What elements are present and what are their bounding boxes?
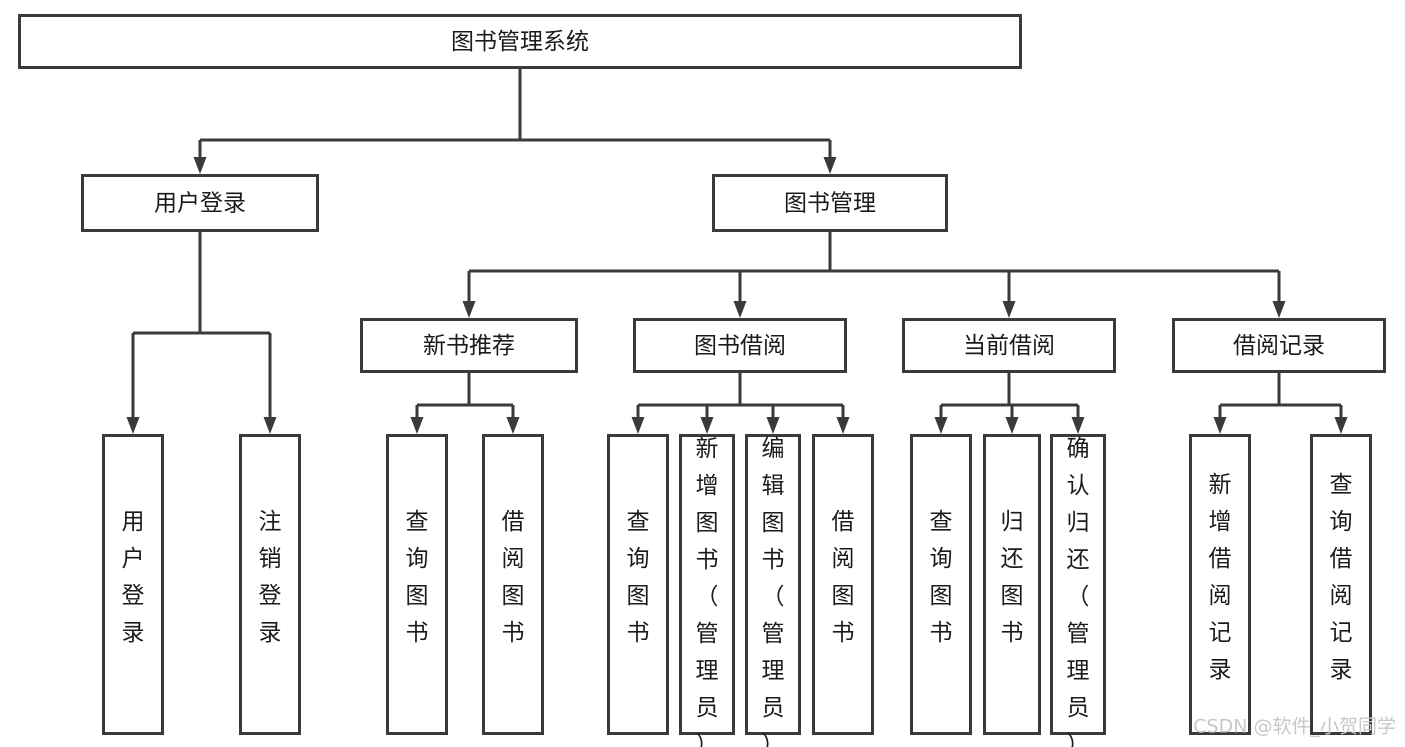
node-label-leaf_8: 查询图书	[930, 509, 953, 646]
node-label-leaf_4: 查询图书	[627, 509, 650, 646]
node-label-leaf_10: 确认归还（管理员）	[1067, 436, 1090, 747]
node-l2_1[interactable]: 图书管理	[712, 174, 948, 232]
node-l3_1[interactable]: 图书借阅	[633, 318, 847, 373]
arrow-head-l3_0	[462, 301, 476, 318]
arrow-head-leaf_6	[766, 417, 780, 434]
arrow-head-l2_1	[823, 157, 837, 174]
node-label-leaf_7: 借阅图书	[832, 509, 855, 646]
node-leaf_3[interactable]: 借阅图书	[482, 434, 544, 735]
node-box-leaf_8	[910, 434, 972, 735]
connector-layer	[126, 69, 1348, 434]
node-label-leaf_12: 查询借阅记录	[1330, 472, 1353, 683]
arrow-head-l3_2	[1002, 301, 1016, 318]
node-label-l2_0: 用户登录	[154, 191, 246, 217]
node-leaf_0[interactable]: 用户登录	[102, 434, 164, 735]
node-box-l2_0	[81, 174, 319, 232]
node-label-leaf_5: 新增图书（管理员）	[696, 436, 719, 747]
node-box-leaf_5	[679, 434, 735, 735]
arrow-head-leaf_2	[410, 417, 424, 434]
node-box-l3_1	[633, 318, 847, 373]
node-leaf_6[interactable]: 编辑图书（管理员）	[745, 434, 801, 747]
node-label-l3_3: 借阅记录	[1233, 333, 1325, 359]
node-label-l2_1: 图书管理	[784, 191, 876, 217]
node-l2_0[interactable]: 用户登录	[81, 174, 319, 232]
node-box-l2_1	[712, 174, 948, 232]
arrow-head-leaf_8	[934, 417, 948, 434]
node-label-leaf_11: 新增借阅记录	[1209, 472, 1232, 683]
node-l3_2[interactable]: 当前借阅	[902, 318, 1116, 373]
node-root[interactable]: 图书管理系统	[18, 14, 1022, 69]
arrow-head-leaf_9	[1005, 417, 1019, 434]
node-box-leaf_4	[607, 434, 669, 735]
node-box-l3_2	[902, 318, 1116, 373]
node-label-root: 图书管理系统	[451, 29, 589, 55]
node-box-leaf_1	[239, 434, 301, 735]
node-l3_3[interactable]: 借阅记录	[1172, 318, 1386, 373]
node-leaf_11[interactable]: 新增借阅记录	[1189, 434, 1251, 735]
node-box-leaf_3	[482, 434, 544, 735]
node-label-leaf_3: 借阅图书	[502, 509, 525, 646]
node-leaf_7[interactable]: 借阅图书	[812, 434, 874, 735]
node-box-leaf_11	[1189, 434, 1251, 735]
node-box-leaf_10	[1050, 434, 1106, 735]
node-l3_0[interactable]: 新书推荐	[360, 318, 578, 373]
node-label-leaf_6: 编辑图书（管理员）	[762, 436, 785, 747]
node-label-l3_2: 当前借阅	[963, 333, 1055, 359]
node-label-l3_0: 新书推荐	[423, 333, 515, 359]
node-label-leaf_9: 归还图书	[1001, 509, 1024, 646]
node-box-leaf_12	[1310, 434, 1372, 735]
node-box-leaf_7	[812, 434, 874, 735]
node-label-leaf_1: 注销登录	[259, 509, 282, 646]
csdn-watermark: CSDN @软件_小贺同学	[1193, 716, 1396, 738]
node-leaf_8[interactable]: 查询图书	[910, 434, 972, 735]
arrow-head-leaf_7	[836, 417, 850, 434]
arrow-head-leaf_3	[506, 417, 520, 434]
node-leaf_10[interactable]: 确认归还（管理员）	[1050, 434, 1106, 747]
arrow-head-l2_0	[193, 157, 207, 174]
node-label-leaf_0: 用户登录	[122, 509, 145, 646]
node-layer: 图书管理系统用户登录图书管理新书推荐图书借阅当前借阅借阅记录用户登录注销登录查询…	[18, 14, 1386, 747]
node-leaf_1[interactable]: 注销登录	[239, 434, 301, 735]
arrow-head-leaf_11	[1213, 417, 1227, 434]
node-box-root	[18, 14, 1022, 69]
arrow-head-leaf_4	[631, 417, 645, 434]
arrow-head-leaf_12	[1334, 417, 1348, 434]
arrow-head-leaf_1	[263, 417, 277, 434]
node-leaf_5[interactable]: 新增图书（管理员）	[679, 434, 735, 747]
node-box-leaf_0	[102, 434, 164, 735]
node-label-leaf_2: 查询图书	[406, 509, 429, 646]
arrow-head-l3_3	[1272, 301, 1286, 318]
node-leaf_12[interactable]: 查询借阅记录	[1310, 434, 1372, 735]
node-leaf_2[interactable]: 查询图书	[386, 434, 448, 735]
node-box-leaf_9	[983, 434, 1041, 735]
arrow-head-l3_1	[733, 301, 747, 318]
node-box-leaf_6	[745, 434, 801, 735]
node-label-l3_1: 图书借阅	[694, 333, 786, 359]
node-leaf_4[interactable]: 查询图书	[607, 434, 669, 735]
node-leaf_9[interactable]: 归还图书	[983, 434, 1041, 735]
arrow-head-leaf_10	[1071, 417, 1085, 434]
node-box-l3_0	[360, 318, 578, 373]
arrow-head-leaf_0	[126, 417, 140, 434]
node-box-leaf_2	[386, 434, 448, 735]
node-box-l3_3	[1172, 318, 1386, 373]
arrow-head-leaf_5	[700, 417, 714, 434]
